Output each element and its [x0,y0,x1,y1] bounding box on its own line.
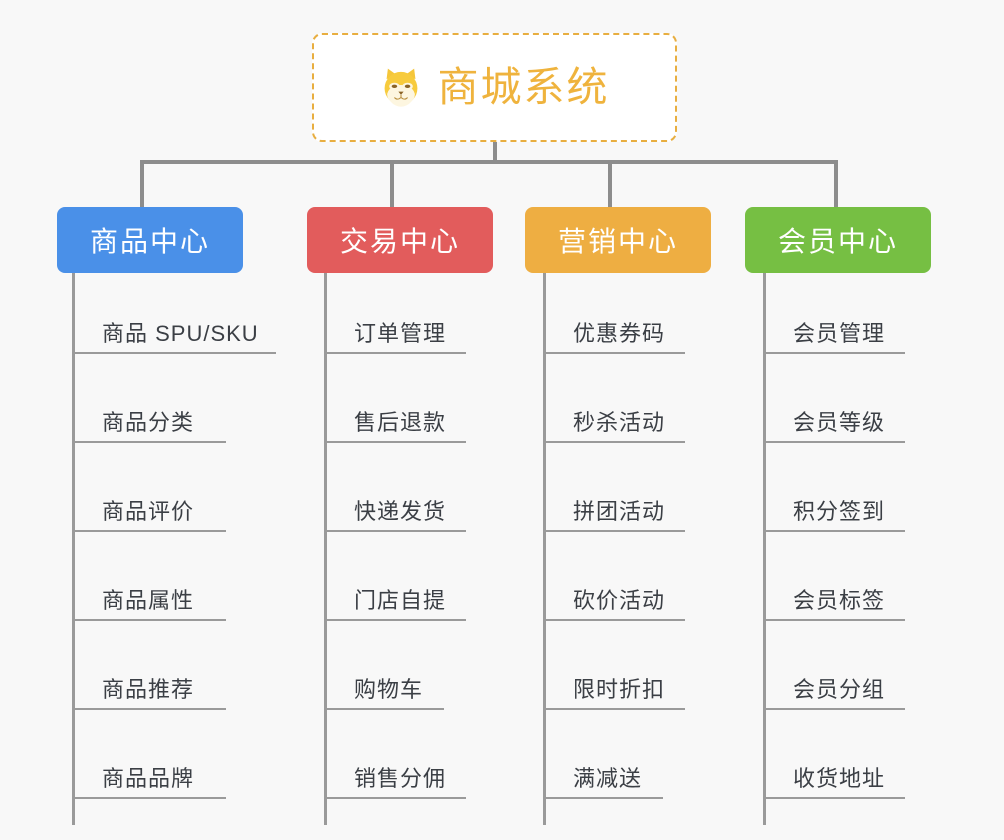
leaf-label: 订单管理 [354,320,447,346]
leaf-label: 收货地址 [793,765,886,791]
leaf-label: 销售分佣 [354,765,447,791]
leaf-label: 会员标签 [793,587,886,613]
connector-drop-3 [608,160,612,207]
branch-header-label-1: 商品中心 [89,226,210,257]
leaf-label: 商品 SPU/SKU [102,320,259,346]
leaf-row[interactable]: 商品属性 [72,588,226,621]
leaf-label: 商品评价 [102,498,195,524]
branch-header-label-3: 营销中心 [557,226,678,257]
leaf-label: 会员分组 [793,676,886,702]
leaf-row[interactable]: 砍价活动 [543,588,685,621]
leaf-row[interactable]: 会员管理 [763,321,905,354]
leaf-row[interactable]: 售后退款 [324,410,466,443]
leaf-row[interactable]: 销售分佣 [324,766,466,799]
branch-header-1[interactable]: 商品中心 [57,207,243,273]
branch-header-3[interactable]: 营销中心 [525,207,711,273]
leaf-row[interactable]: 会员等级 [763,410,905,443]
leaf-label: 满减送 [573,765,643,791]
branch-header-label-2: 交易中心 [339,226,460,257]
leaf-label: 秒杀活动 [573,409,666,435]
connector-branch-bus [140,160,838,164]
connector-drop-2 [390,160,394,207]
connector-drop-1 [140,160,144,207]
leaf-label: 商品分类 [102,409,195,435]
leaf-row[interactable]: 门店自提 [324,588,466,621]
leaf-row[interactable]: 秒杀活动 [543,410,685,443]
branch-header-4[interactable]: 会员中心 [745,207,931,273]
leaf-row[interactable]: 商品品牌 [72,766,226,799]
branch-header-label-4: 会员中心 [777,226,898,257]
connector-root-stem [493,142,497,164]
leaf-row[interactable]: 商品 SPU/SKU [72,321,276,354]
leaf-row[interactable]: 积分签到 [763,499,905,532]
leaf-row[interactable]: 会员标签 [763,588,905,621]
root-node[interactable]: 商城系统 [312,33,677,142]
leaf-row[interactable]: 满减送 [543,766,663,799]
leaf-label: 积分签到 [793,498,886,524]
leaf-label: 购物车 [354,676,424,702]
leaf-label: 售后退款 [354,409,447,435]
branch-spine-1 [72,273,75,825]
leaf-row[interactable]: 商品评价 [72,499,226,532]
leaf-row[interactable]: 会员分组 [763,677,905,710]
leaf-label: 砍价活动 [573,587,666,613]
shiba-dog-face-icon [380,66,424,110]
leaf-row[interactable]: 订单管理 [324,321,466,354]
root-title: 商城系统 [437,64,610,110]
leaf-row[interactable]: 收货地址 [763,766,905,799]
leaf-label: 会员等级 [793,409,886,435]
branch-spine-4 [763,273,766,825]
leaf-label: 商品品牌 [102,765,195,791]
leaf-label: 快递发货 [354,498,447,524]
branch-header-2[interactable]: 交易中心 [307,207,493,273]
leaf-label: 优惠券码 [573,320,666,346]
leaf-row[interactable]: 优惠券码 [543,321,685,354]
leaf-label: 会员管理 [793,320,886,346]
branch-spine-2 [324,273,327,825]
leaf-row[interactable]: 购物车 [324,677,444,710]
leaf-row[interactable]: 商品推荐 [72,677,226,710]
leaf-label: 拼团活动 [573,498,666,524]
leaf-row[interactable]: 快递发货 [324,499,466,532]
leaf-row[interactable]: 商品分类 [72,410,226,443]
leaf-row[interactable]: 限时折扣 [543,677,685,710]
leaf-row[interactable]: 拼团活动 [543,499,685,532]
leaf-label: 限时折扣 [573,676,666,702]
branch-spine-3 [543,273,546,825]
leaf-label: 商品推荐 [102,676,195,702]
leaf-label: 商品属性 [102,587,195,613]
connector-drop-4 [834,160,838,207]
leaf-label: 门店自提 [354,587,447,613]
